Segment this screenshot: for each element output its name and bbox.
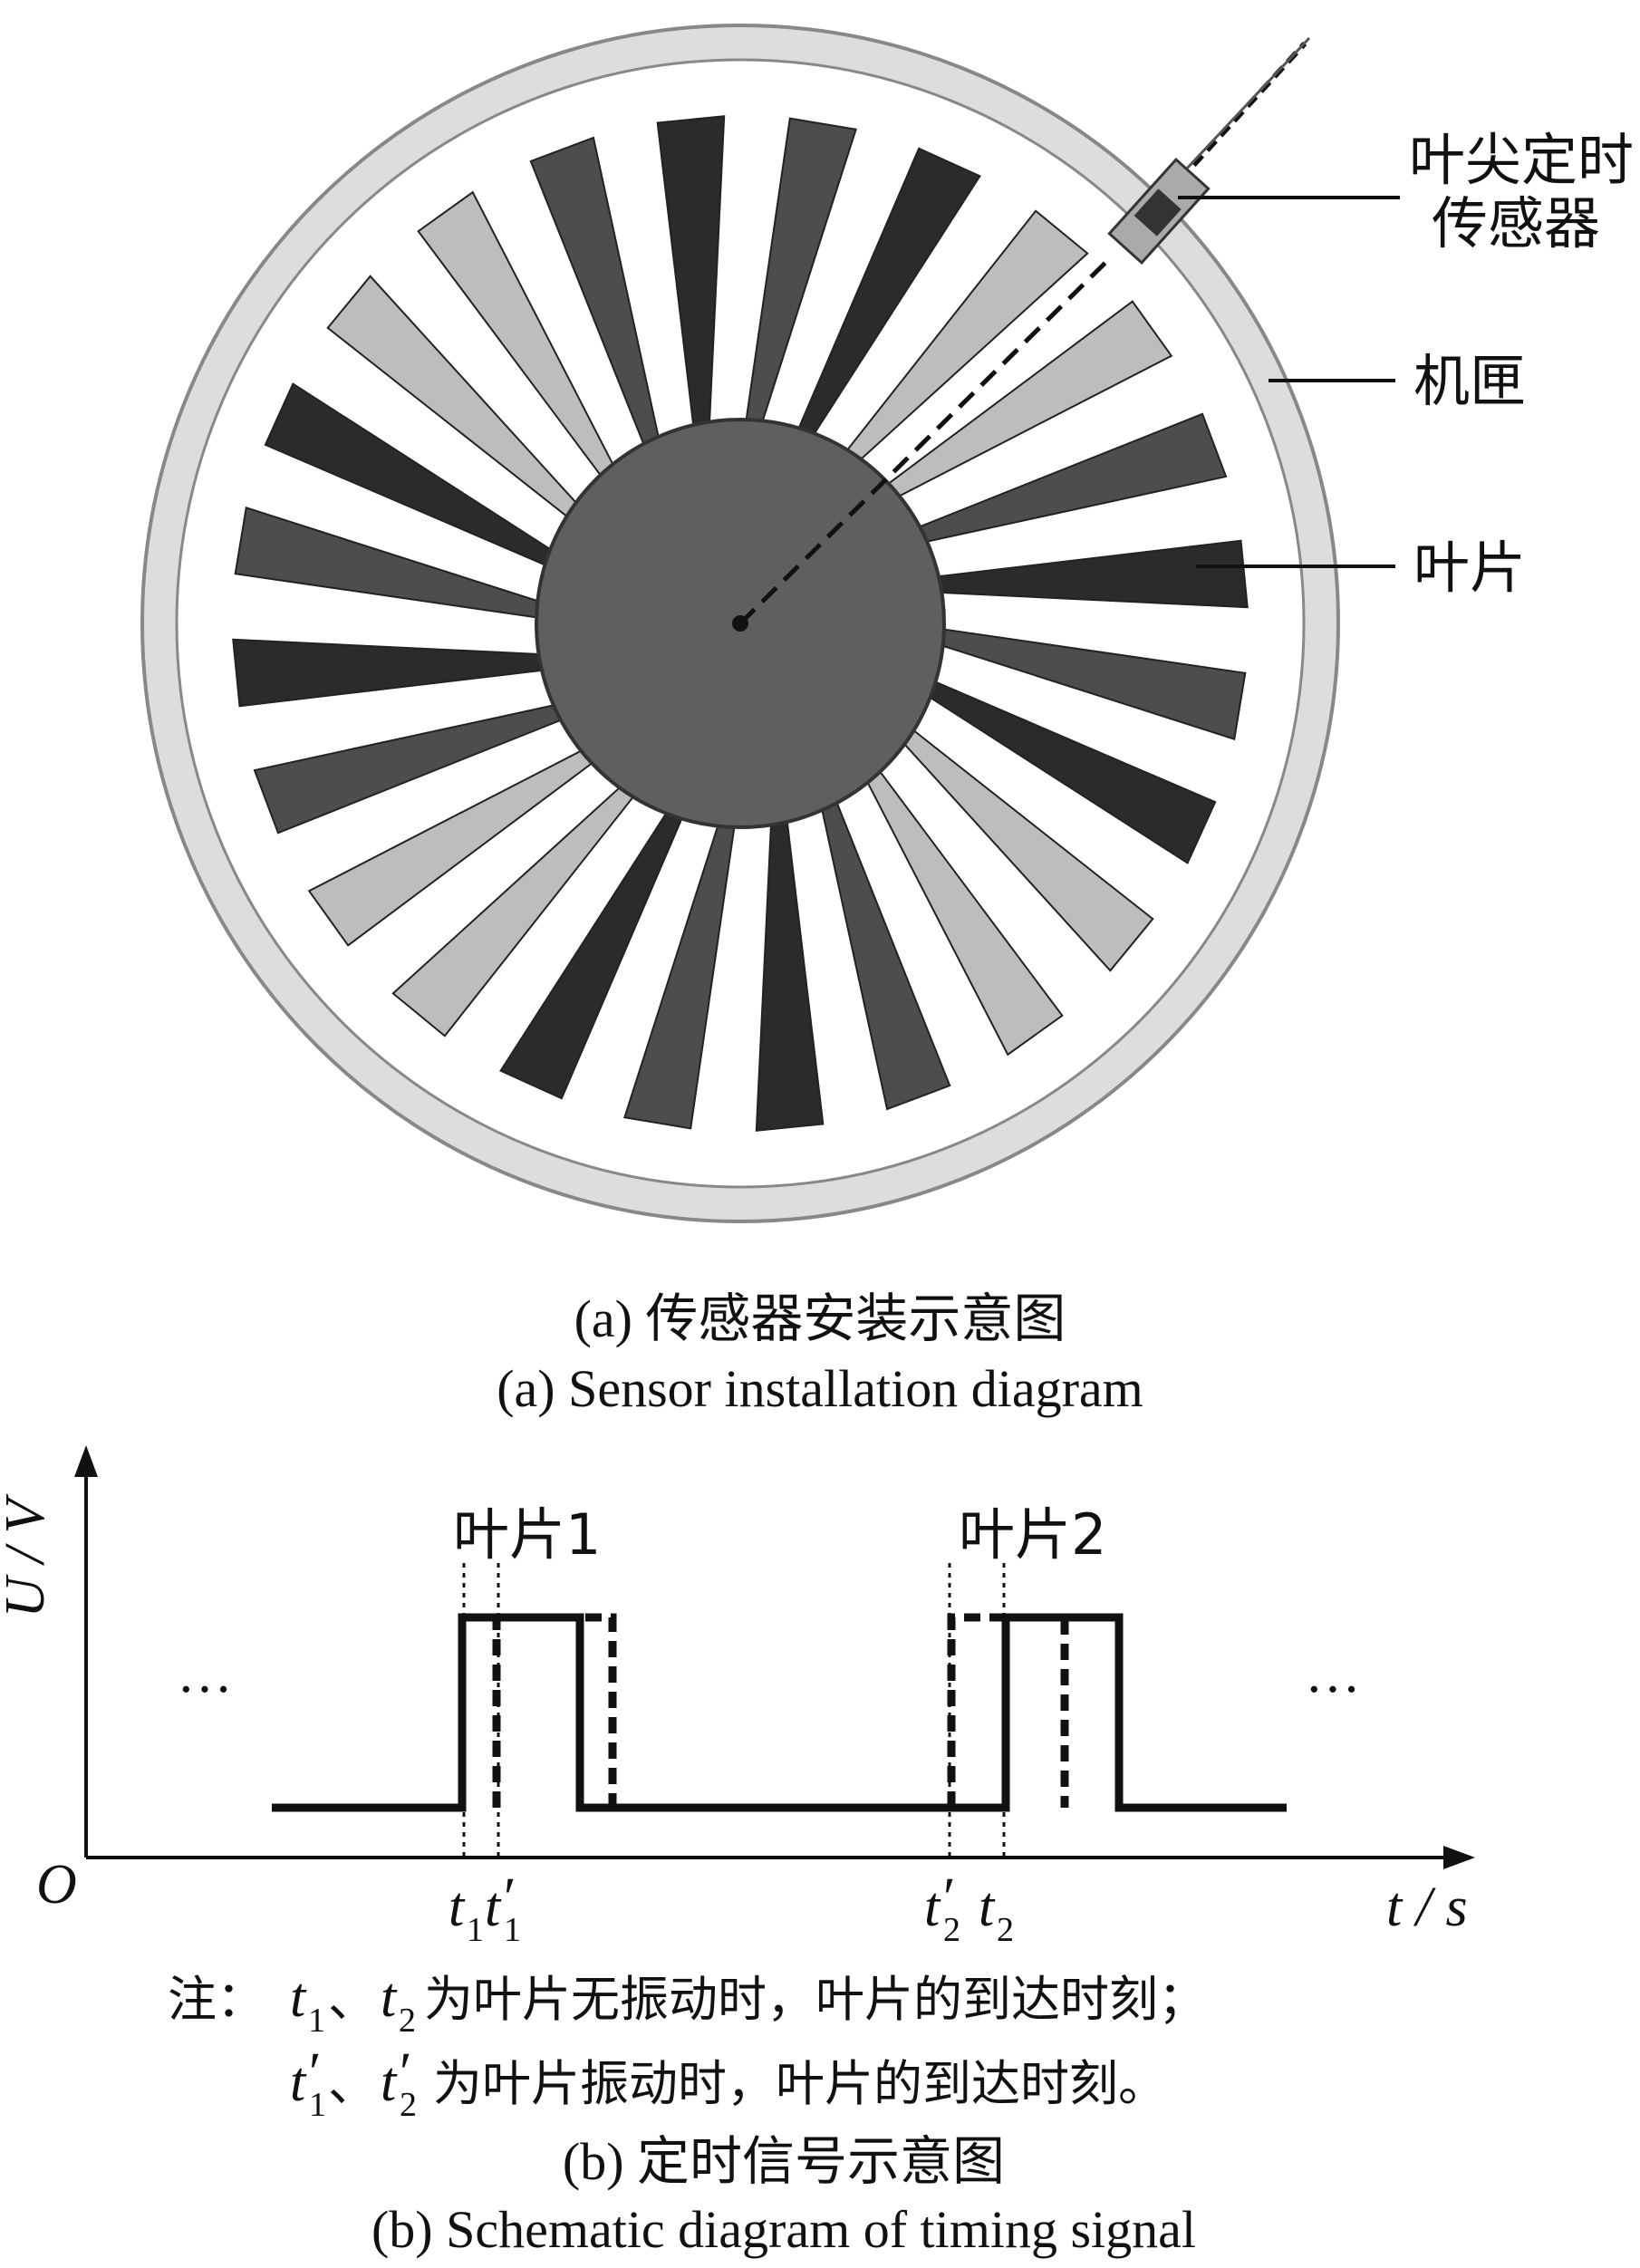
tick-t1-prime: t ′ 1 [485,1867,521,1949]
svg-text:为叶片无振动时，叶片的到达时刻；: 为叶片无振动时，叶片的到达时刻； [424,1971,1207,2028]
note-line-2: t ′ 1 、 t ′ 2 为叶片振动时，叶片的到达时刻。 [290,2042,1167,2124]
tick-t2-prime: t ′ 2 [924,1867,960,1949]
sensor-label-line2: 传感器 [1432,190,1600,256]
svg-text:2: 2 [399,2002,416,2040]
blade-label: 叶片 [1413,535,1526,601]
svg-text:1: 1 [467,1911,484,1949]
svg-text:t: t [449,1877,466,1938]
svg-text:、: 、 [328,2055,377,2112]
svg-text:1: 1 [504,1911,521,1949]
x-axis-arrow [1443,1846,1475,1869]
tick-t1: t 1 [449,1877,484,1949]
caption-b-cn: (b) 定时信号示意图 [563,2132,1005,2191]
svg-text:2: 2 [997,1911,1014,1949]
right-ellipsis: ··· [1305,1659,1361,1721]
svg-text:′: ′ [943,1867,956,1929]
x-axis-label: t / s [1386,1877,1468,1938]
svg-text:t: t [381,1967,398,2029]
svg-text:2: 2 [943,1911,960,1949]
caption-b-en: (b) Schematic diagram of timing signal [371,2200,1196,2259]
svg-text:t: t [290,1967,307,2029]
blade-group [232,115,1249,1132]
y-axis-label: U / V [0,1493,56,1617]
left-ellipsis: ··· [177,1659,233,1721]
svg-text:′: ′ [309,2042,322,2104]
waveform-vibration [492,1613,617,1808]
svg-text:为叶片振动时，叶片的到达时刻。: 为叶片振动时，叶片的到达时刻。 [433,2055,1167,2112]
svg-text:注：: 注： [168,1971,265,2028]
y-axis-arrow [74,1445,98,1477]
svg-text:t: t [381,2051,398,2113]
caption-a-cn: (a) 传感器安装示意图 [574,1289,1066,1348]
center-dot [732,615,748,632]
pulse2-label: 叶片2 [959,1501,1106,1568]
sensor-installation-diagram: 叶尖定时 传感器 机匣 叶片 (a) 传感器安装示意图 (a) Sensor i… [140,24,1634,1418]
casing-label: 机匣 [1413,348,1526,414]
caption-a-en: (a) Sensor installation diagram [497,1359,1143,1418]
svg-text:t: t [979,1877,996,1938]
sensor-center-line [738,256,1112,625]
svg-text:t: t [290,2051,307,2113]
svg-text:2: 2 [400,2086,417,2124]
svg-text:、: 、 [328,1971,377,2028]
svg-text:t: t [485,1877,502,1938]
origin-label: O [36,1854,77,1916]
tip-timing-sensor [1107,36,1311,265]
timing-signal-diagram: U / V O t / s ··· ··· 叶片1 叶片2 t 1 t ′ 1 … [0,1445,1475,2259]
sensor-label-line1: 叶尖定时 [1409,127,1634,193]
svg-text:′: ′ [400,2042,412,2104]
note-line-1: 注： t 1 、 t 2 为叶片无振动时，叶片的到达时刻； [168,1967,1207,2040]
svg-text:1: 1 [308,2002,325,2040]
svg-text:1: 1 [309,2086,326,2124]
waveform-no-vibration [272,1613,1287,1812]
svg-text:t: t [924,1877,941,1938]
pulse1-label: 叶片1 [453,1501,601,1568]
svg-text:′: ′ [504,1867,516,1929]
tick-t2: t 2 [979,1877,1014,1949]
